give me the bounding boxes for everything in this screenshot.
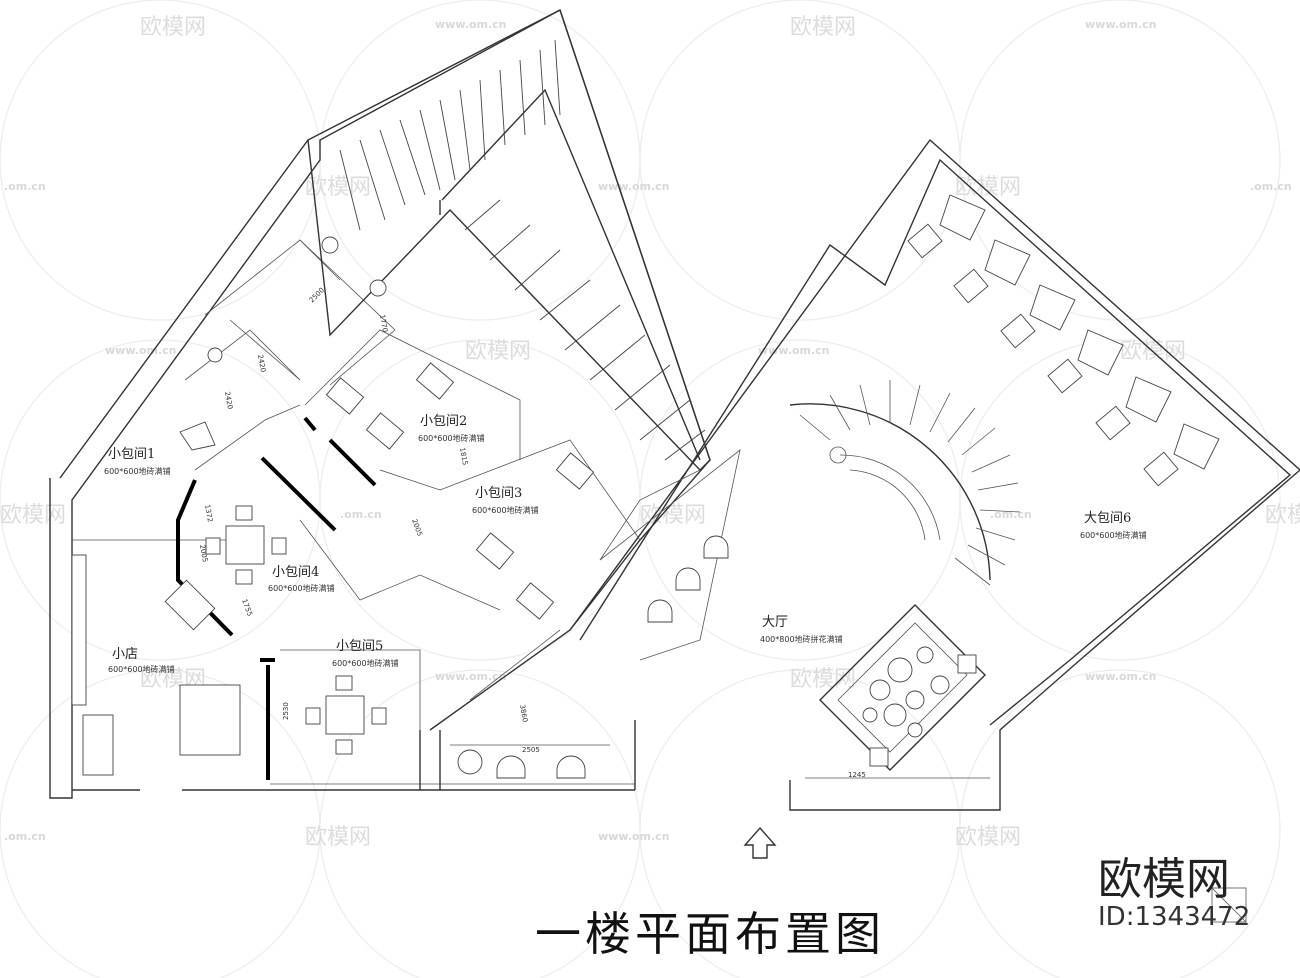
room5-floor: 600*600地砖满铺 — [332, 658, 399, 668]
left-wing-walls — [49, 9, 711, 799]
watermark-text: 欧模网 — [0, 503, 66, 528]
room1-name: 小包间1 — [108, 447, 155, 462]
watermark-text: 欧模网 — [790, 15, 856, 40]
room1-floor: 600*600地砖满铺 — [104, 466, 171, 476]
dimension-label: 1770 — [378, 314, 389, 333]
watermark-text: 欧模网 — [790, 667, 856, 692]
watermark-text: 欧模网 — [465, 339, 531, 364]
room3-floor: 600*600地砖满铺 — [472, 505, 539, 515]
watermark-url: www.om.cn — [1085, 18, 1157, 31]
room4-floor: 600*600地砖满铺 — [268, 583, 335, 593]
watermark-url: .om.cn — [990, 508, 1032, 521]
watermark-text: 欧模网 — [305, 175, 371, 200]
brand-name: 欧模网 — [1098, 854, 1230, 905]
watermark-url: .om.cn — [1250, 180, 1292, 193]
watermark-url: www.om.cn — [1085, 670, 1157, 683]
heavy-partition-walls — [176, 416, 377, 780]
dimension-label: 2530 — [282, 702, 290, 720]
room6-floor: 600*600地砖满铺 — [1080, 530, 1147, 540]
dimension-labels: 2500 1770 2420 2420 1372 1815 2005 2005 … — [198, 286, 866, 779]
hatched-ramp — [307, 9, 711, 471]
room4-name: 小包间4 — [272, 565, 319, 580]
shop-name: 小店 — [112, 647, 138, 662]
watermark-url: .om.cn — [4, 830, 46, 843]
drawing-title: 一楼平面布置图 — [535, 907, 885, 961]
spiral-staircase — [789, 380, 1021, 586]
hall-pond-feature — [819, 604, 986, 771]
room6-furniture — [907, 194, 1220, 487]
dimension-label: 2005 — [410, 518, 424, 537]
room5-name: 小包间5 — [336, 639, 383, 654]
watermark-text: 欧模网 — [1265, 503, 1300, 528]
dimension-label: 1372 — [203, 504, 214, 523]
left-rooms-furniture — [71, 236, 729, 779]
watermark-text: 欧模网 — [140, 15, 206, 40]
dimension-label: 2005 — [198, 544, 209, 563]
hall-floor: 400*800地砖拼花满铺 — [760, 634, 843, 644]
dimension-label: 2420 — [223, 391, 234, 410]
dimension-label: 1245 — [848, 771, 866, 779]
watermark-url: www.om.cn — [758, 344, 830, 357]
dimension-label: 2505 — [522, 746, 540, 754]
watermark-text: 欧模网 — [640, 503, 706, 528]
watermark-url: .om.cn — [4, 180, 46, 193]
model-id: ID:1343472 — [1098, 902, 1251, 932]
watermark-url: www.om.cn — [435, 670, 507, 683]
dimension-label: 2420 — [256, 354, 267, 373]
room6-name: 大包间6 — [1084, 511, 1131, 526]
watermark-url: www.om.cn — [105, 344, 177, 357]
room-labels: 小包间1 600*600地砖满铺 小包间2 600*600地砖满铺 小包间3 6… — [104, 414, 1147, 674]
watermark-text: 欧模网 — [955, 825, 1021, 850]
dimension-label: 1755 — [240, 598, 254, 617]
dimension-label: 2500 — [308, 286, 326, 304]
dimension-label: 1815 — [458, 447, 469, 466]
dimension-label: 3860 — [518, 704, 529, 723]
shop-floor: 600*600地砖满铺 — [108, 664, 175, 674]
hall-name: 大厅 — [762, 615, 788, 630]
entrance-arrow-icon — [743, 826, 777, 859]
watermark-url: .om.cn — [340, 508, 382, 521]
corner-mark-icon — [1211, 887, 1247, 923]
watermark-url: www.om.cn — [598, 830, 670, 843]
watermark-text: 欧模网 — [955, 175, 1021, 200]
room2-name: 小包间2 — [420, 414, 467, 429]
room3-name: 小包间3 — [475, 486, 522, 501]
right-wing-walls — [419, 138, 1300, 811]
watermark-url: www.om.cn — [435, 18, 507, 31]
watermark-url: www.om.cn — [598, 180, 670, 193]
room2-floor: 600*600地砖满铺 — [418, 433, 485, 443]
watermark-text: 欧模网 — [305, 825, 371, 850]
